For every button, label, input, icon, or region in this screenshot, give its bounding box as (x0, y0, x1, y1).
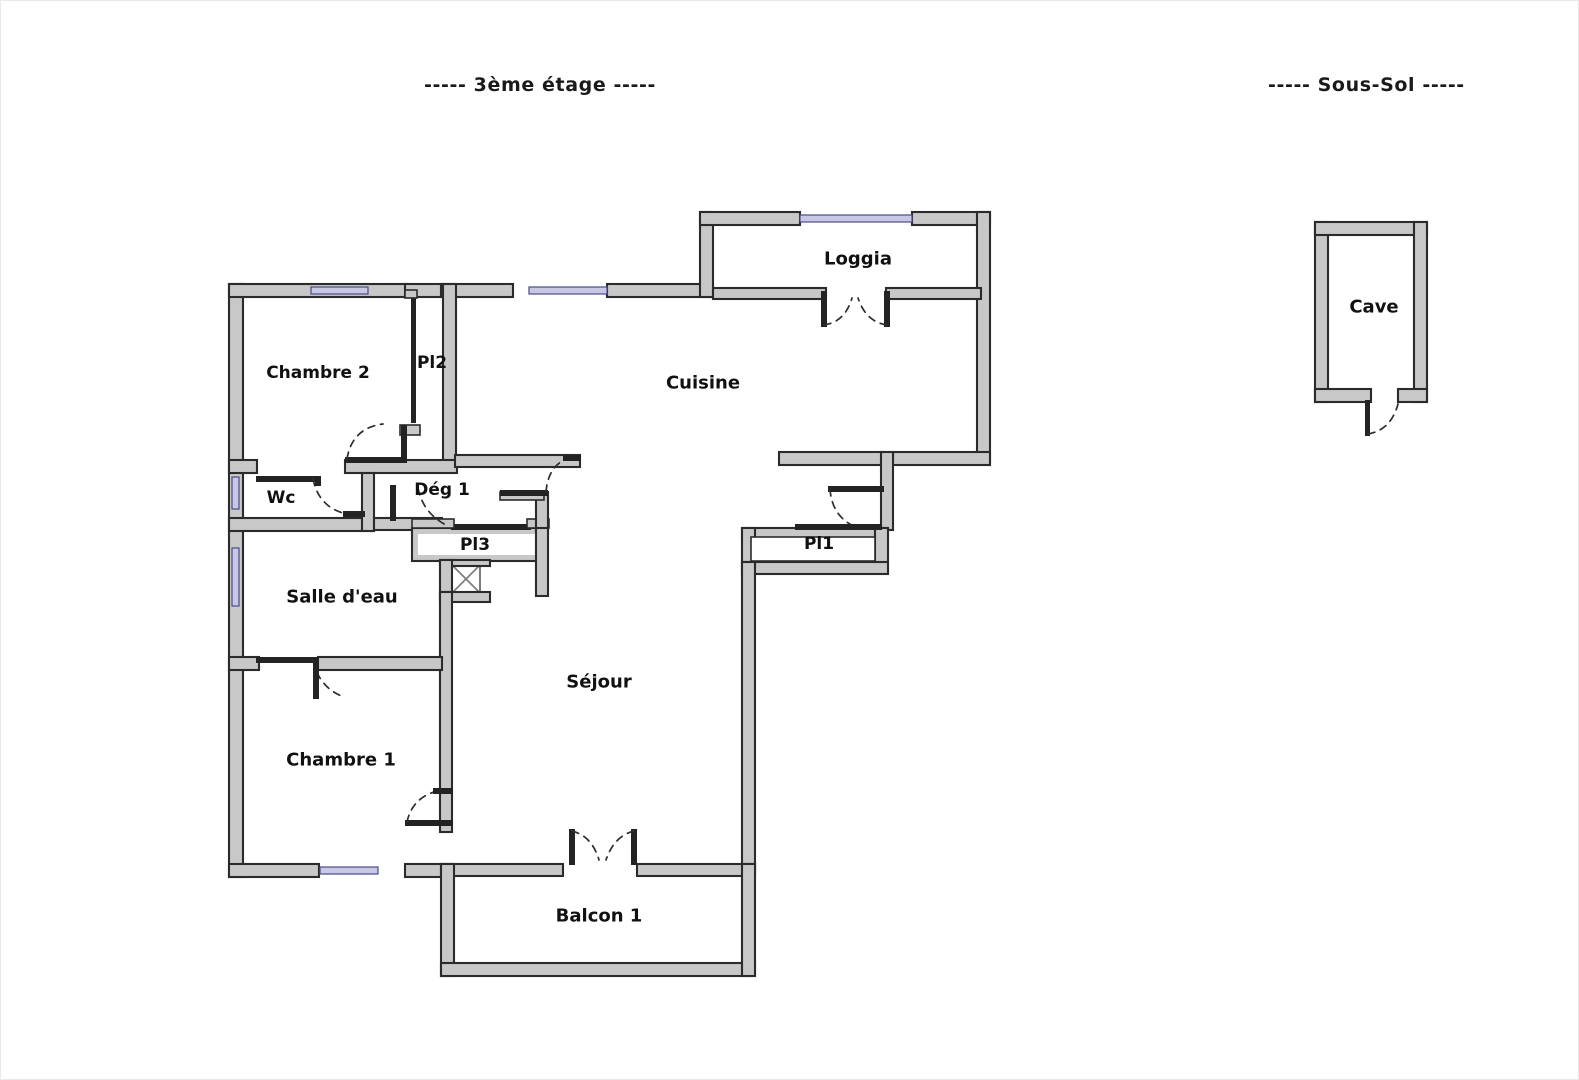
door-jamb-wc-2 (343, 511, 365, 517)
wall-chambre1-bottom-left (227, 862, 321, 879)
door-swing-chambre2 (346, 423, 384, 460)
room-label-loggia: Loggia (824, 248, 892, 270)
room-label-deg-1: Dég 1 (414, 480, 470, 500)
partition-pl2-stub-bottom (399, 424, 421, 436)
wall-balcon-bottom (439, 961, 757, 978)
wall-cave-top (1313, 220, 1429, 237)
wall-balcon-left (439, 862, 456, 978)
wall-loggia-right (975, 210, 992, 464)
door-jamb-deg-cuisine (563, 455, 581, 461)
room-label-salle-deau: Salle d'eau (286, 586, 398, 608)
wall-sejour-right-long (740, 560, 757, 875)
room-label-cuisine: Cuisine (665, 372, 741, 394)
door-leaf-cave[interactable] (1365, 400, 1370, 436)
door-leaf-deg-cuisine[interactable] (500, 490, 548, 496)
window-loggia-top (799, 214, 913, 223)
wall-salledeau-bottom-left (227, 655, 261, 672)
floor-title-basement: ----- Sous-Sol ----- (1268, 74, 1465, 96)
wall-sejour-bottom-left (439, 862, 565, 878)
wall-cuisine-bottom-left (777, 450, 887, 467)
room-label-pl3: Pl3 (459, 535, 491, 555)
door-swing-cave (1367, 403, 1399, 435)
window-salledeau-left (231, 547, 240, 607)
wall-salledeau-right (438, 590, 454, 834)
door-leaf-chambre1[interactable] (405, 820, 453, 826)
door-swing-loggia-right (857, 297, 888, 326)
door-leaf-pl1[interactable] (828, 486, 884, 492)
door-swing-balcon-left (571, 830, 600, 861)
door-leaf-loggia-left[interactable] (821, 291, 827, 327)
wall-chambre2-right (441, 282, 458, 468)
wall-salledeau-bottom-mid (316, 655, 444, 672)
wall-cave-right (1412, 220, 1429, 404)
wall-loggia-bottom-right (884, 286, 983, 301)
door-swing-wc (312, 478, 348, 515)
wall-sejour-bottom-right (635, 862, 757, 878)
room-label-pl2: Pl2 (416, 353, 448, 373)
door-swing-loggia-left (823, 297, 853, 326)
wall-pl1-bottom (740, 560, 890, 576)
floor-title-upper: ----- 3ème étage ----- (424, 74, 656, 96)
wall-loggia-top-left (698, 210, 802, 227)
wall-wc-bottom (227, 516, 376, 533)
pl1-interior (750, 536, 876, 562)
door-jamb-chambre1-top (313, 657, 319, 699)
wall-top-cuisine-left (439, 282, 515, 299)
wall-pl3-right (534, 526, 550, 598)
pl3-interior (418, 534, 541, 555)
wall-loggia-bottom-left (711, 286, 828, 301)
door-leaf-balcon-right[interactable] (631, 829, 637, 865)
door-swing-salledeau (417, 487, 447, 526)
wall-chambre2-bottom-left (227, 458, 259, 475)
room-label-sejour: Séjour (566, 671, 632, 693)
door-swing-balcon-right (605, 830, 635, 861)
door-jamb-chambre2 (401, 425, 407, 463)
room-label-pl1: Pl1 (803, 534, 835, 554)
partition-pl2-left (411, 293, 416, 423)
partition-pl2-stub-top (404, 289, 418, 299)
door-leaf-wc[interactable] (256, 476, 318, 482)
door-jamb-wc (315, 476, 321, 486)
pl1-door-front (795, 524, 877, 530)
room-label-cave: Cave (1349, 296, 1399, 318)
door-leaf-balcon-left[interactable] (569, 829, 575, 865)
room-label-chambre-1: Chambre 1 (286, 749, 396, 771)
wall-balcon-right (740, 862, 757, 978)
room-label-balcon-1: Balcon 1 (555, 905, 643, 927)
wall-wc-right (360, 471, 376, 533)
window-cuisine-top (528, 286, 608, 295)
wall-cave-left (1313, 220, 1330, 404)
wall-cave-bottom-right (1396, 387, 1429, 404)
door-leaf-chambre1-top[interactable] (256, 657, 318, 663)
door-swing-deg-cuisine (545, 458, 567, 493)
room-label-wc: Wc (266, 488, 296, 508)
window-chambre1-bottom (319, 866, 379, 875)
room-label-chambre-2: Chambre 2 (266, 363, 370, 383)
wall-cuisine-bottom-right (891, 450, 992, 467)
door-jamb-chambre1 (433, 788, 453, 794)
door-leaf-chambre2[interactable] (345, 457, 407, 463)
window-wc-left (231, 476, 240, 510)
wall-top-cuisine-right (605, 282, 714, 299)
window-chambre2 (310, 286, 369, 295)
door-swing-pl1 (829, 488, 859, 529)
shaft-cross-2 (451, 564, 481, 594)
wall-deg-top (453, 453, 582, 469)
pl3-door-front (451, 524, 531, 530)
wall-cave-bottom-left (1313, 387, 1373, 404)
door-leaf-salledeau[interactable] (390, 485, 396, 521)
door-leaf-loggia-right[interactable] (884, 291, 890, 327)
door-swing-chambre1 (406, 790, 438, 823)
pl3-door-stub-left (411, 518, 455, 529)
